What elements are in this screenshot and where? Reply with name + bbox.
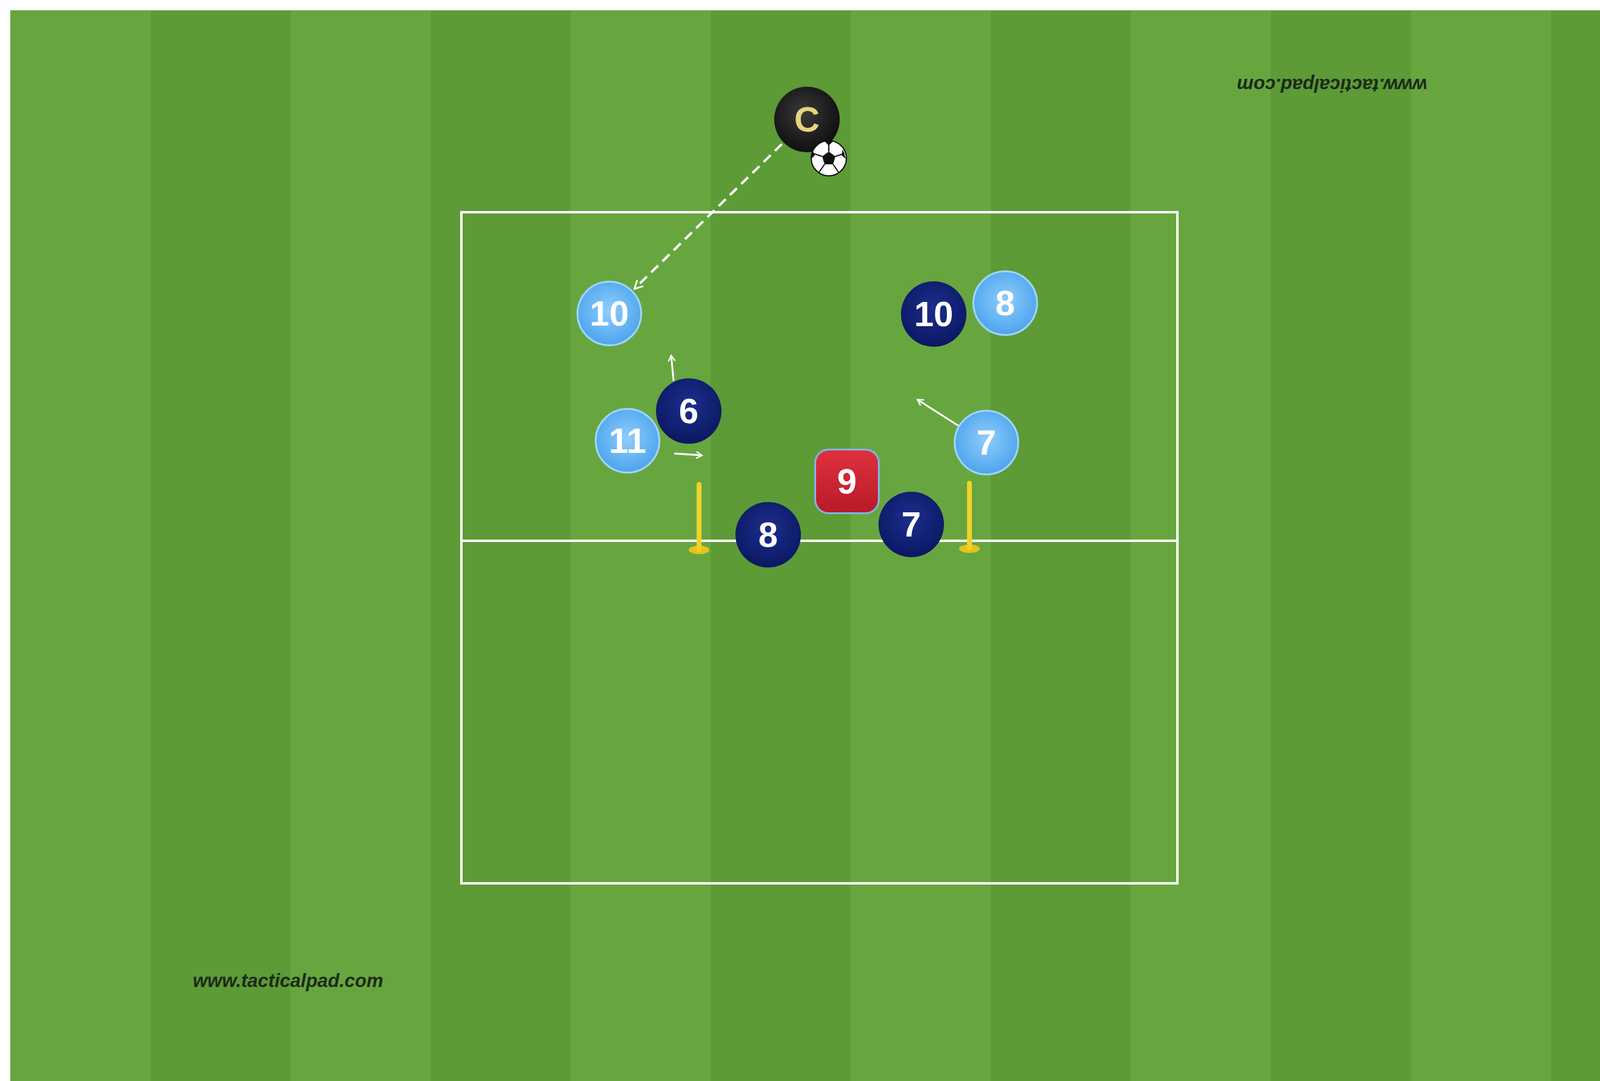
watermark: www.tacticalpad.com — [192, 970, 384, 992]
player-number: 10 — [589, 295, 630, 332]
player-number: 6 — [679, 393, 699, 429]
pass-arrow — [634, 144, 782, 290]
player-number: 8 — [995, 285, 1015, 321]
run-arrow — [674, 453, 703, 456]
grass-stripe — [850, 10, 992, 1081]
player-marker: 11 — [594, 408, 661, 474]
player-marker: 7 — [878, 491, 944, 558]
grass-stripe — [1130, 10, 1272, 1081]
grass-stripe — [1410, 10, 1552, 1081]
pole — [688, 484, 710, 555]
pole — [959, 483, 980, 553]
player-marker: 8 — [735, 502, 801, 568]
area-outline — [461, 212, 1178, 884]
player-number: 9 — [837, 463, 857, 499]
player-marker: 10 — [576, 280, 643, 347]
grass-stripe — [570, 10, 712, 1081]
player-marker: 9 — [814, 448, 880, 515]
player-marker: 6 — [656, 378, 722, 444]
player-number: 11 — [608, 423, 646, 459]
grass-stripe — [150, 10, 292, 1081]
player-number: 8 — [758, 517, 778, 553]
watermark: www.tacticalpad.com — [1236, 73, 1428, 96]
coach-marker: C — [774, 86, 840, 153]
player-marker: 8 — [972, 270, 1038, 336]
run-arrow — [917, 399, 960, 427]
halfway-line — [461, 539, 1178, 543]
grass-stripe — [710, 10, 852, 1081]
grass-stripe — [1270, 10, 1412, 1081]
grass-stripe — [10, 10, 151, 1081]
run-arrow — [671, 355, 674, 381]
player-number: C — [794, 101, 820, 138]
player-number: 7 — [901, 506, 921, 543]
player-marker: 10 — [900, 281, 967, 347]
grass-stripe — [290, 10, 432, 1081]
grass-stripe — [430, 10, 572, 1081]
player-number: 10 — [914, 296, 954, 332]
grass-stripe — [1550, 10, 1600, 1081]
player-marker: 7 — [953, 409, 1020, 476]
grass-stripe — [990, 10, 1132, 1081]
player-number: 7 — [976, 425, 997, 461]
